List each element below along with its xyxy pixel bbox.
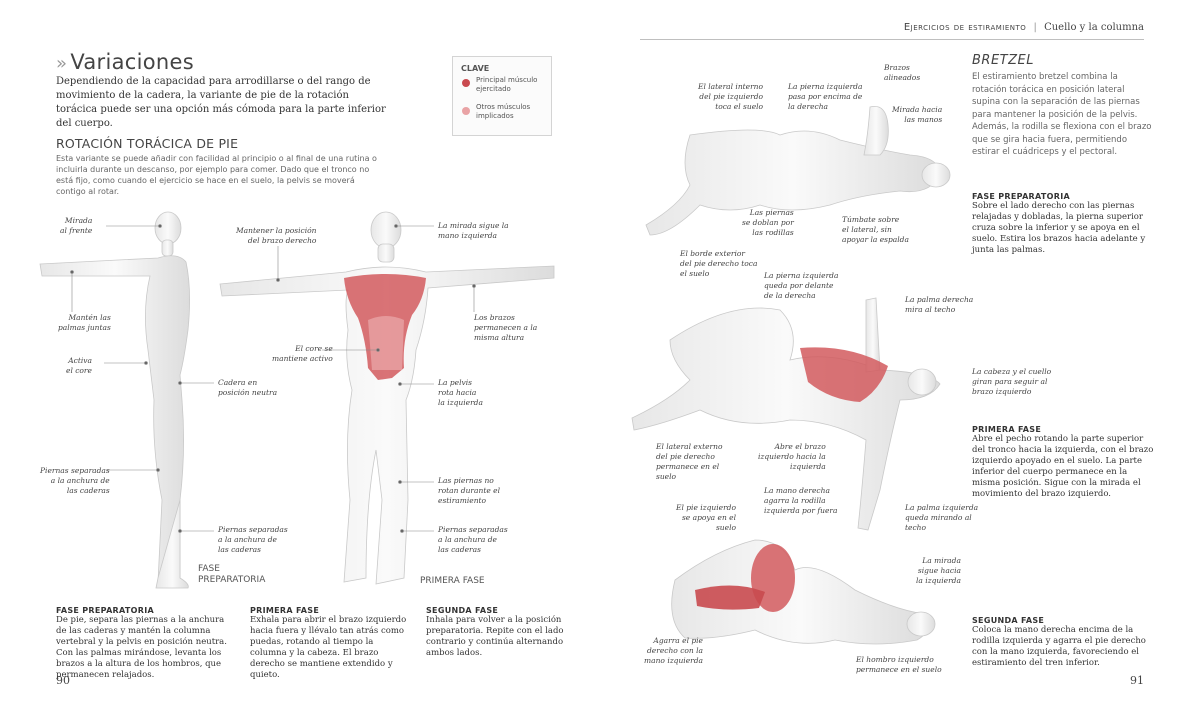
step-title: PRIMERA FASE — [250, 606, 320, 615]
variant-title: ROTACIÓN TORÁCICA DE PIE — [56, 136, 239, 151]
chevron-double-icon: » — [56, 53, 68, 74]
label-knees-bent: Las piernas se doblan por las rodillas — [742, 208, 794, 237]
step-text: Inhala para volver a la posición prepara… — [426, 615, 564, 658]
step-block-prep: FASE PREPARATORIA De pie, separa las pie… — [56, 606, 236, 681]
quad-highlight — [695, 585, 765, 610]
step-title: PRIMERA FASE — [972, 425, 1042, 434]
page-number-right: 91 — [1130, 674, 1144, 687]
label-shoulder-floor: El hombro izquierdo permanece en el suel… — [856, 655, 942, 674]
standing-front-figure — [219, 211, 555, 585]
label-gaze-follows: La mirada sigue la mano izquierda — [438, 221, 509, 240]
step-text: Abre el pecho rotando la parte superior … — [972, 434, 1154, 499]
step-text: Exhala para abrir el brazo izquierdo hac… — [250, 615, 407, 680]
intro-paragraph: Dependiendo de la capacidad para arrodil… — [56, 76, 386, 129]
label-outer-foot: El borde exterior del pie derecho toca e… — [680, 249, 758, 278]
key-box: CLAVE Principal músculo ejercitado Otros… — [452, 56, 552, 136]
step-title: SEGUNDA FASE — [426, 606, 499, 615]
label-legs-apart-1: Piernas separadas a la anchura de las ca… — [40, 466, 110, 495]
key-label-primary: Principal músculo ejercitado — [476, 76, 538, 93]
label-left-leg-front: La pierna izquierda queda por delante de… — [764, 271, 839, 300]
label-right-palm-up: La palma derecha mira al techo — [905, 295, 974, 314]
label-lie-side: Túmbate sobre el lateral, sin apoyar la … — [842, 215, 909, 244]
step-text: Sobre el lado derecho con las piernas re… — [972, 201, 1146, 255]
header-section: Ejercicios de estiramiento — [903, 22, 1027, 33]
bretzel-intro: El estiramiento bretzel combina la rotac… — [972, 72, 1152, 157]
label-right-hand-knee: La mano derecha agarra la rodilla izquie… — [764, 486, 838, 515]
chest-highlight — [800, 347, 888, 402]
step-block-first: PRIMERA FASE Exhala para abrir el brazo … — [250, 606, 410, 681]
label-outer-foot-stays: El lateral externo del pie derecho perma… — [656, 442, 723, 481]
page-title: Variaciones — [70, 50, 194, 74]
label-legs-apart-3: Piernas separadas a la anchura de las ca… — [438, 525, 508, 554]
label-gaze-hands: Mirada hacia las manos — [892, 105, 943, 124]
label-keep-right-arm: Mantener la posición del brazo derecho — [236, 226, 317, 245]
key-dot-secondary — [462, 107, 470, 115]
label-activate-core: Activa el core — [66, 356, 92, 375]
label-left-leg-over: La pierna izquierda pasa por encima de l… — [788, 82, 863, 111]
bretzel-title: Bretzel — [972, 53, 1034, 68]
right-step-prep: FASE PREPARATORIA Sobre el lado derecho … — [972, 192, 1154, 256]
label-core-active: El core se mantiene activo — [272, 344, 333, 363]
label-pelvis-rotates: La pelvis rota hacia la izquierda — [438, 378, 483, 407]
label-arms-aligned: Brazos alineados — [884, 63, 921, 82]
page-number-left: 90 — [56, 674, 70, 687]
pectoral-oblique-highlight — [344, 274, 426, 380]
label-gaze-forward: Mirada al frente — [60, 216, 93, 235]
label-palms-together: Mantén las palmas juntas — [58, 313, 111, 332]
standing-side-figure — [39, 211, 190, 589]
step-title: FASE PREPARATORIA — [972, 192, 1070, 201]
right-step-second: SEGUNDA FASE Coloca la mano derecha enci… — [972, 616, 1154, 669]
bretzel-first-figure — [631, 297, 941, 531]
label-left-palm-up: La palma izquierda queda mirando al tech… — [905, 503, 979, 532]
variant-description: Esta variante se puede añadir con facili… — [56, 154, 377, 196]
label-legs-no-rotate: Las piernas no rotan durante el estirami… — [438, 476, 500, 505]
header-subsection: Cuello y la columna — [1044, 22, 1144, 33]
key-dot-primary — [462, 79, 470, 87]
running-header: Ejercicios de estiramiento | Cuello y la… — [904, 22, 1144, 33]
step-text: De pie, separa las piernas a la anchura … — [56, 615, 227, 680]
label-grab-foot: Agarra el pie derecho con la mano izquie… — [644, 636, 703, 665]
caption-first-phase: PRIMERA FASE — [420, 576, 485, 586]
label-gaze-left: La mirada sigue hacia la izquierda — [916, 556, 961, 585]
label-open-left-arm: Abre el brazo izquierdo hacia la izquier… — [758, 442, 826, 471]
bretzel-second-figure — [671, 539, 936, 645]
bretzel-prep-figure — [645, 106, 951, 236]
label-head-neck: La cabeza y el cuello giran para seguir … — [972, 367, 1052, 396]
label-left-foot-floor: El pie izquierdo se apoya en el suelo — [676, 503, 736, 532]
label-arms-same-height: Los brazos permanecen a la misma altura — [474, 313, 538, 342]
header-rule — [640, 39, 1144, 40]
label-hip-neutral: Cadera en posición neutra — [218, 378, 278, 397]
header-divider: | — [1033, 22, 1037, 33]
key-label-secondary: Otros músculos implicados — [476, 103, 531, 120]
label-legs-apart-2: Piernas separadas a la anchura de las ca… — [218, 525, 288, 554]
step-block-second: SEGUNDA FASE Inhala para volver a la pos… — [426, 606, 576, 659]
right-step-first: PRIMERA FASE Abre el pecho rotando la pa… — [972, 425, 1154, 500]
variations-heading: »Variaciones — [56, 50, 194, 74]
step-title: FASE PREPARATORIA — [56, 606, 154, 615]
label-inner-foot: El lateral interno del pie izquierdo toc… — [698, 82, 764, 111]
caption-prep-phase: FASE PREPARATORIA — [198, 564, 266, 585]
step-text: Coloca la mano derecha encima de la rodi… — [972, 625, 1146, 668]
key-title: CLAVE — [461, 64, 490, 73]
step-title: SEGUNDA FASE — [972, 616, 1045, 625]
